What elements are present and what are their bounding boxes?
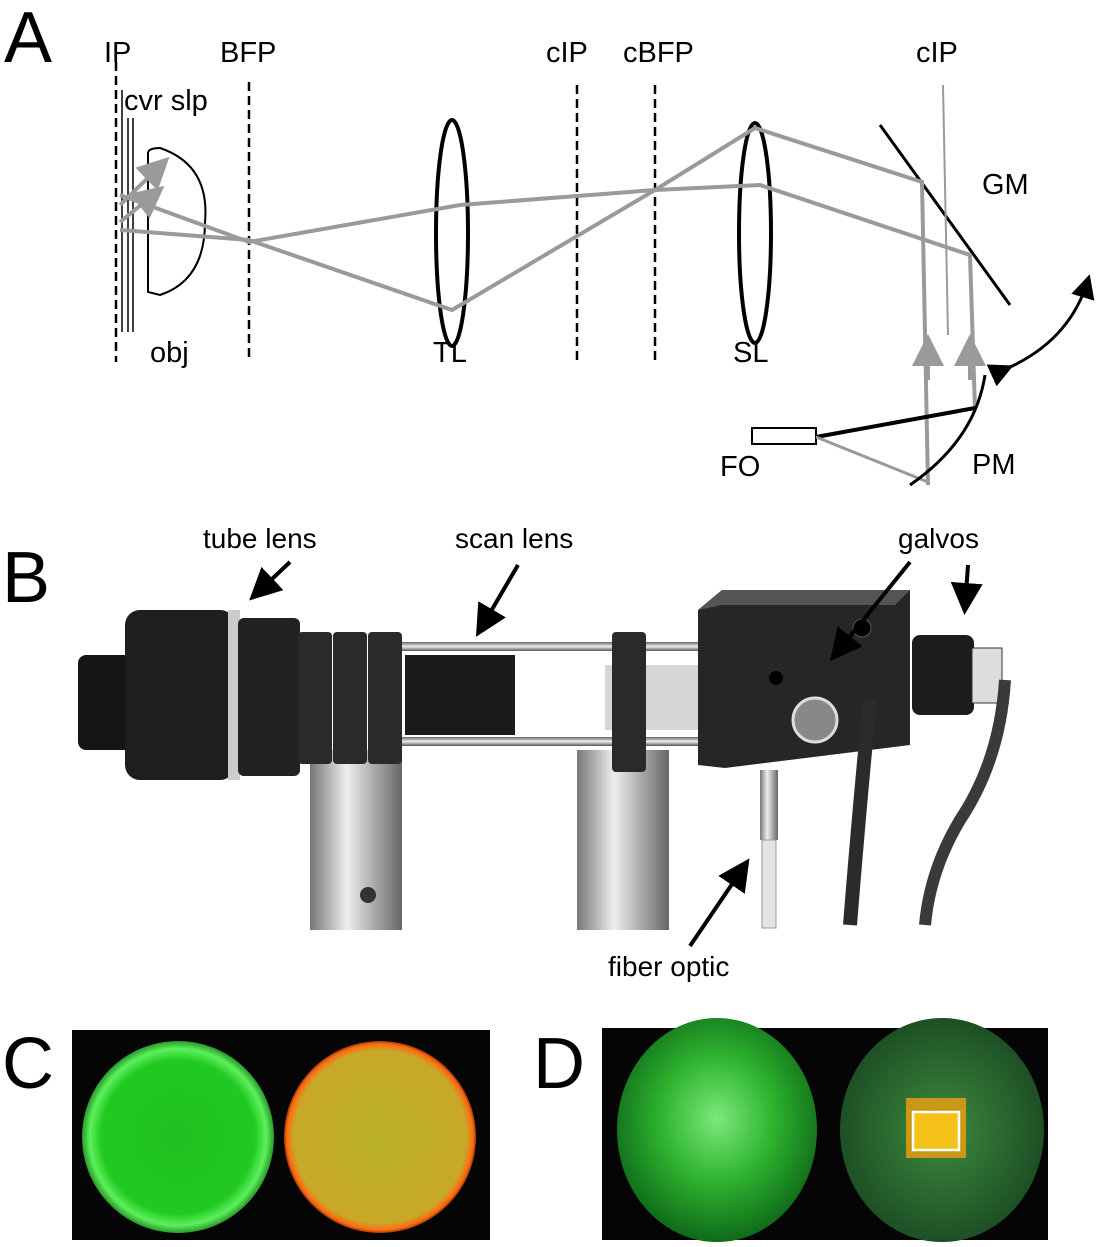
post-left (310, 750, 402, 930)
orange-field-circle (284, 1041, 476, 1233)
panel-label-c: C (2, 1024, 54, 1104)
light-rays (118, 125, 986, 486)
galvo-motor-2 (912, 635, 974, 715)
green-field-ellipse (617, 1018, 817, 1242)
scan-lens-shape (737, 121, 773, 345)
rod-bottom (380, 737, 710, 746)
parabolic-mirror-shape (909, 374, 987, 487)
cage-plate-1 (298, 632, 332, 764)
panel-b-photo: B tube lens scan lens galvos fiber optic (2, 523, 1011, 982)
label-ip: IP (104, 37, 131, 69)
panel-label-a: A (4, 0, 52, 78)
rotation-arrow-icon (986, 274, 1095, 387)
panel-a-diagram: A IP BFP cIP cBFP cIP cvr slp obj TL SL … (4, 0, 1095, 487)
panel-label-d: D (533, 1024, 585, 1104)
scan-lens-barrel (405, 655, 515, 735)
fiber-cable (761, 839, 777, 929)
label-objective: obj (150, 337, 189, 369)
label-parabolic-mirror: PM (972, 449, 1016, 481)
label-fiber-optic: FO (720, 451, 760, 483)
label-cip: cIP (546, 37, 588, 69)
galvo-cable-2 (919, 679, 1011, 926)
objective-lens (147, 146, 207, 297)
cage-plate-2 (333, 632, 367, 764)
cage-plate-4 (612, 632, 646, 772)
galvo-box (698, 590, 910, 768)
label-photo-fiber-optic: fiber optic (608, 951, 729, 982)
label-photo-galvos: galvos (898, 523, 979, 554)
panel-label-b: B (2, 538, 50, 618)
tube-lens-shape (434, 118, 470, 348)
label-tube-lens: TL (433, 337, 467, 369)
galvo-cable (843, 699, 877, 926)
tube-lens-body (125, 610, 235, 780)
image-planes (114, 62, 657, 362)
tube-lens-focus-ring (238, 618, 300, 776)
label-galvo-mirror: GM (982, 169, 1029, 201)
photo-arrows (249, 560, 983, 948)
panel-d-image: D (533, 1018, 1048, 1242)
label-cbfp: cBFP (623, 37, 694, 69)
cage-plate-3 (368, 632, 402, 764)
label-photo-tube-lens: tube lens (203, 523, 317, 554)
conjugate-plane-line (942, 84, 949, 336)
post-right (577, 750, 669, 930)
cover-slip (121, 90, 134, 332)
scan-region-square (911, 1110, 961, 1152)
label-photo-scan-lens: scan lens (455, 523, 573, 554)
label-cip-2: cIP (916, 37, 958, 69)
tube-lens-front (78, 655, 138, 750)
green-field-circle (82, 1041, 274, 1233)
label-cover-slip: cvr slp (124, 85, 208, 117)
fiber-beam (815, 406, 976, 439)
fiber-connector (760, 770, 778, 840)
label-bfp: BFP (220, 37, 276, 69)
rod-top (380, 642, 710, 651)
panel-c-image: C (2, 1024, 490, 1240)
galvo-motor (791, 696, 839, 744)
fiber-optic-shape (751, 427, 817, 445)
